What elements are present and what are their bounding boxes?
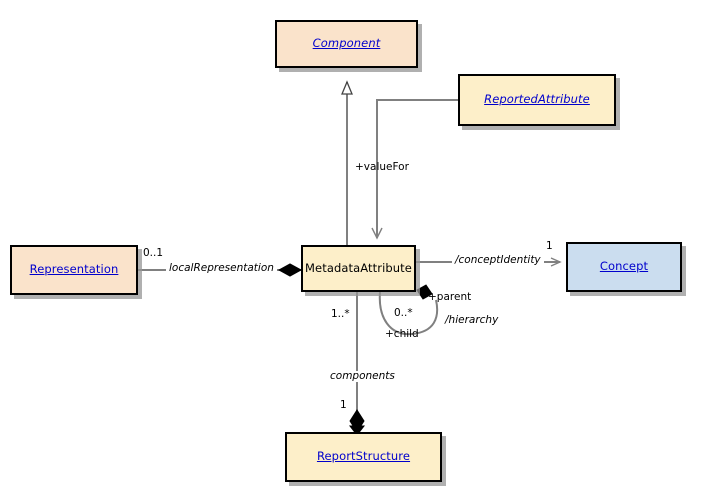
edge-components bbox=[348, 292, 366, 436]
class-node-concept[interactable]: Concept bbox=[566, 242, 682, 292]
class-node-metadata-attribute[interactable]: MetadataAttribute bbox=[301, 245, 416, 292]
class-node-reported-attribute[interactable]: ReportedAttribute bbox=[458, 74, 616, 126]
composition-diamond-local-representation bbox=[277, 263, 303, 277]
composition-diamond-hierarchy bbox=[416, 284, 433, 300]
class-node-metadata-attribute-label: MetadataAttribute bbox=[305, 260, 412, 275]
edge-label-components: components bbox=[327, 371, 398, 382]
class-node-component[interactable]: Component bbox=[275, 20, 418, 68]
class-node-component-label: Component bbox=[312, 36, 381, 51]
edge-label-child-multiplicity: 0..* bbox=[394, 307, 413, 319]
edge-label-parent-role: +parent bbox=[428, 291, 472, 303]
edge-value-for bbox=[371, 99, 458, 240]
edge-label-concept-multiplicity: 1 bbox=[546, 240, 553, 252]
components-arrow-tip bbox=[348, 425, 366, 436]
class-node-concept-label: Concept bbox=[599, 259, 649, 274]
edge-label-representation-multiplicity: 0..1 bbox=[143, 247, 164, 259]
edge-hierarchy-self bbox=[378, 284, 439, 336]
edge-label-components-multiplicity-bottom: 1 bbox=[340, 399, 347, 411]
class-node-report-structure-label: ReportStructure bbox=[316, 449, 411, 464]
edge-label-child-role: +child bbox=[385, 328, 419, 340]
edge-label-hierarchy: /hierarchy bbox=[445, 314, 499, 326]
class-node-representation[interactable]: Representation bbox=[10, 245, 138, 295]
edge-label-concept-identity: /conceptIdentity bbox=[452, 255, 544, 266]
class-node-reported-attribute-label: ReportedAttribute bbox=[484, 92, 590, 107]
edge-label-local-representation: localRepresentation bbox=[166, 263, 277, 274]
edge-label-value-for: +valueFor bbox=[355, 161, 409, 173]
class-node-representation-label: Representation bbox=[29, 262, 119, 277]
edge-label-components-multiplicity-top: 1..* bbox=[331, 308, 350, 320]
class-node-report-structure[interactable]: ReportStructure bbox=[285, 432, 442, 482]
